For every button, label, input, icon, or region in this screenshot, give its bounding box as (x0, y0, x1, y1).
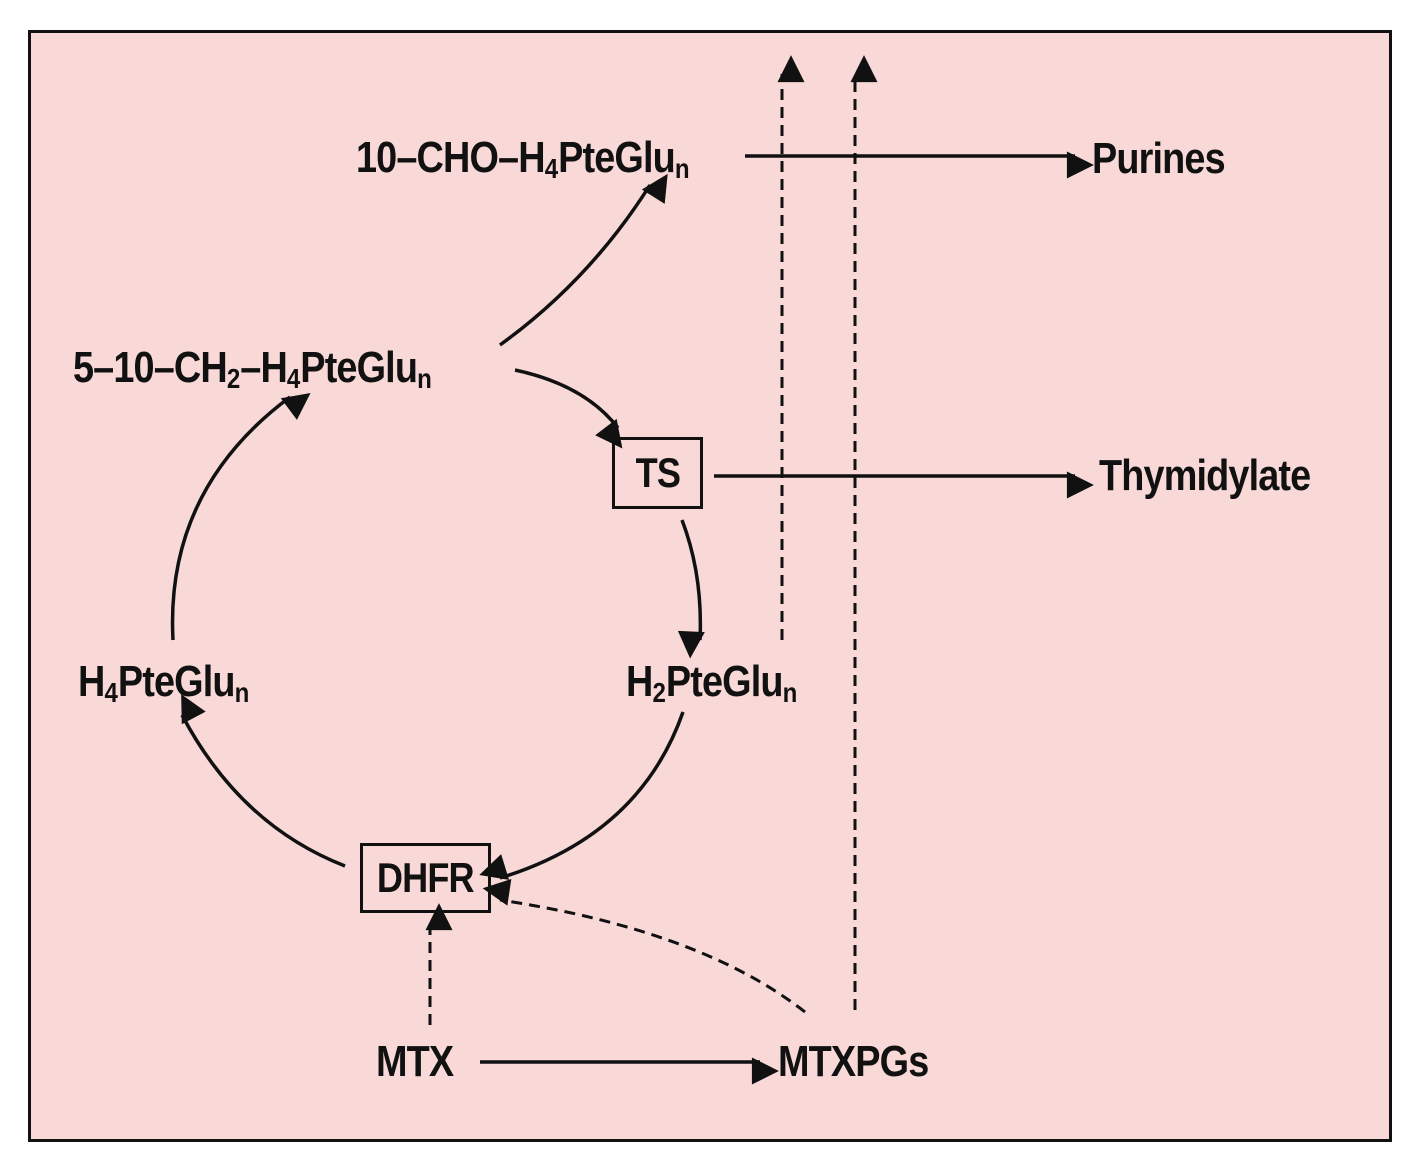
methylene-folate-label: 5–10–CH2–H4PteGlun (73, 343, 432, 394)
dhfr-enzyme-label: DHFR (377, 854, 475, 901)
tetrahydrofolate-label: H4PteGlun (78, 657, 250, 708)
ts-enzyme-box: TS (612, 437, 703, 509)
purines-label: Purines (1092, 134, 1226, 183)
arrow-ts-to-dihydro (677, 519, 705, 659)
mtxpgs-label: MTXPGs (778, 1037, 929, 1086)
arrow-methylene-to-formyl (498, 173, 668, 347)
diagram-frame (28, 30, 1392, 1142)
arrow-tetrahydro-to-methylene (170, 392, 311, 641)
arrow-methylene-to-ts (514, 368, 623, 449)
arrow-dhfr-to-tetrahydro (180, 694, 346, 868)
dashed-arrow-mtxpgs-to-dhfr (482, 878, 806, 1014)
arrow-dihydro-to-dhfr (479, 711, 685, 880)
ts-enzyme-label: TS (635, 449, 680, 496)
mtx-label: MTX (376, 1037, 454, 1086)
dihydrofolate-label: H2PteGlun (626, 657, 798, 708)
formyl-folate-label: 10–CHO–H4PteGlun (356, 133, 690, 184)
dhfr-enzyme-box: DHFR (360, 843, 491, 913)
thymidylate-label: Thymidylate (1099, 451, 1311, 500)
